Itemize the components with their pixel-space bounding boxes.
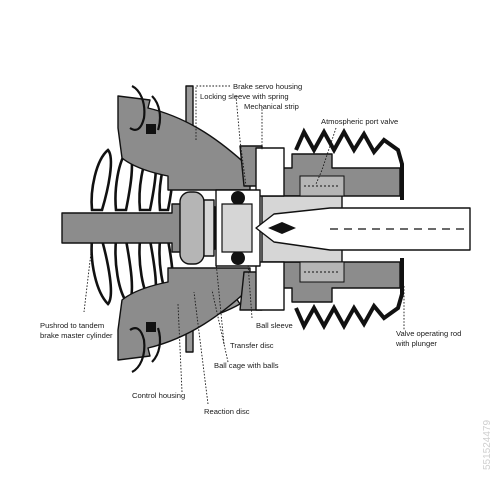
callouts: Brake servo housing Locking sleeve with …: [40, 82, 461, 416]
label-locking-sleeve: Locking sleeve with spring: [200, 92, 289, 101]
port-valve-springs: [299, 175, 345, 283]
label-reaction-disc: Reaction disc: [204, 407, 250, 416]
label-transfer-disc: Transfer disc: [230, 341, 274, 350]
label-ball-cage: Ball cage with balls: [214, 361, 279, 370]
label-control-housing: Control housing: [132, 391, 185, 400]
label-valve-rod-line1: Valve operating rod: [396, 329, 461, 338]
leader-lines: [83, 85, 405, 405]
label-brake-servo-housing: Brake servo housing: [233, 82, 302, 91]
label-valve-rod-line2: with plunger: [395, 339, 437, 348]
bellows-boot: [294, 127, 404, 331]
label-atmospheric-port-valve: Atmospheric port valve: [321, 117, 398, 126]
diaphragm-plate: [117, 85, 251, 373]
label-mechanical-strip: Mechanical strip: [244, 102, 299, 111]
stock-watermark-id: 551524479: [482, 420, 493, 470]
label-ball-sleeve: Ball sleeve: [256, 321, 293, 330]
label-pushrod-line2: brake master cylinder: [40, 331, 113, 340]
valve-rod: [255, 207, 471, 251]
label-pushrod-line1: Pushrod to tandem: [40, 321, 104, 330]
ball-cage: [215, 189, 261, 267]
spring-coils-upper: [90, 148, 175, 212]
